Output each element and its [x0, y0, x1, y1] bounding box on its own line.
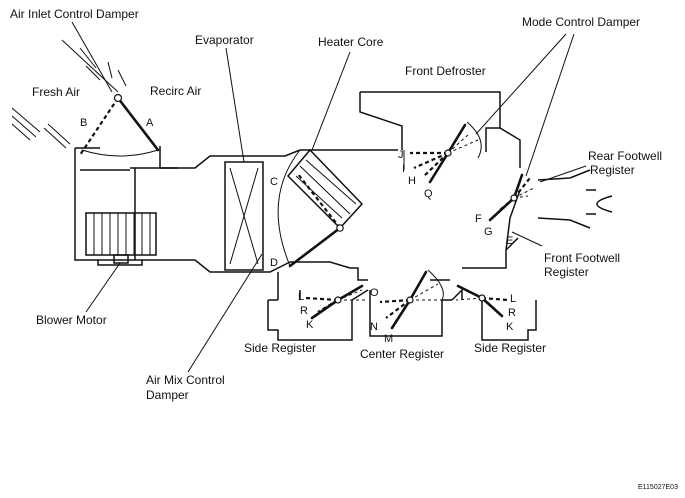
fresh-air-inlet-arrows [11, 39, 119, 149]
rear-footwell-leader [539, 165, 587, 183]
position-letter-c: C [270, 176, 278, 188]
air-mix-damper-leader [187, 253, 263, 373]
position-letter-i: I [402, 163, 405, 175]
position-letter-n: N [370, 321, 378, 333]
side-register-right [451, 284, 537, 341]
label-mode-control-damper: Mode Control Damper [522, 15, 640, 29]
mode-control-damper-leader-1 [475, 33, 567, 135]
main-duct [135, 149, 398, 273]
blower-motor [85, 212, 157, 264]
label-front-footwell-register-line2: Register [544, 265, 589, 279]
position-letter-l-right: L [510, 293, 516, 305]
mode-control-damper-footwell [488, 173, 535, 222]
label-rear-footwell-register-line2: Register [590, 163, 635, 177]
label-front-footwell-register-line1: Front Footwell [544, 251, 620, 265]
position-letter-o: O [370, 287, 379, 299]
position-letter-a: A [146, 117, 154, 129]
label-evaporator: Evaporator [195, 33, 254, 47]
position-letter-h: H [408, 175, 416, 187]
side-register-left [267, 284, 369, 341]
label-air-inlet-control-damper: Air Inlet Control Damper [10, 7, 139, 21]
label-recirc-air: Recirc Air [150, 84, 201, 98]
label-side-register-left: Side Register [244, 341, 316, 355]
blower-housing [74, 146, 178, 266]
label-center-register: Center Register [360, 347, 444, 361]
position-letter-l-left: L [298, 291, 304, 303]
position-letter-m: M [384, 333, 393, 345]
label-fresh-air: Fresh Air [32, 85, 80, 99]
heater-core-leader [311, 51, 351, 151]
position-letter-r-right: R [508, 307, 516, 319]
position-letter-g: G [484, 226, 493, 238]
label-front-defroster: Front Defroster [405, 64, 486, 78]
heater-core [286, 148, 364, 230]
diagram-code: E115027E03 [638, 484, 678, 491]
air-mix-control-damper [277, 149, 344, 268]
label-side-register-right: Side Register [474, 341, 546, 355]
evaporator-leader [225, 47, 245, 163]
air-inlet-damper-leader [71, 21, 113, 93]
front-footwell-leader [511, 231, 543, 247]
position-letter-j: J [398, 149, 404, 161]
evaporator [224, 161, 264, 271]
mode-control-damper-defroster [410, 121, 482, 184]
recirc-air-inlet-arrows [79, 47, 127, 87]
position-letter-e: E [506, 235, 513, 247]
mode-control-damper-leader-2 [525, 33, 575, 177]
position-letter-d: D [270, 257, 278, 269]
position-letter-k-right: K [506, 321, 514, 333]
label-rear-footwell-register-line1: Rear Footwell [588, 149, 662, 163]
center-register [369, 269, 452, 337]
air-inlet-control-damper [79, 93, 160, 156]
position-letter-q: Q [424, 188, 433, 200]
label-blower-motor: Blower Motor [36, 313, 107, 327]
position-letter-k-left: K [306, 319, 314, 331]
position-letter-b: B [80, 117, 87, 129]
register-duct [268, 237, 519, 301]
label-heater-core: Heater Core [318, 35, 384, 49]
position-letter-r-left: R [300, 305, 308, 317]
blower-motor-leader [85, 262, 121, 313]
label-air-mix-control-damper-line2: Damper [146, 388, 189, 402]
position-letter-f: F [475, 213, 482, 225]
label-air-mix-control-damper-line1: Air Mix Control [146, 373, 225, 387]
